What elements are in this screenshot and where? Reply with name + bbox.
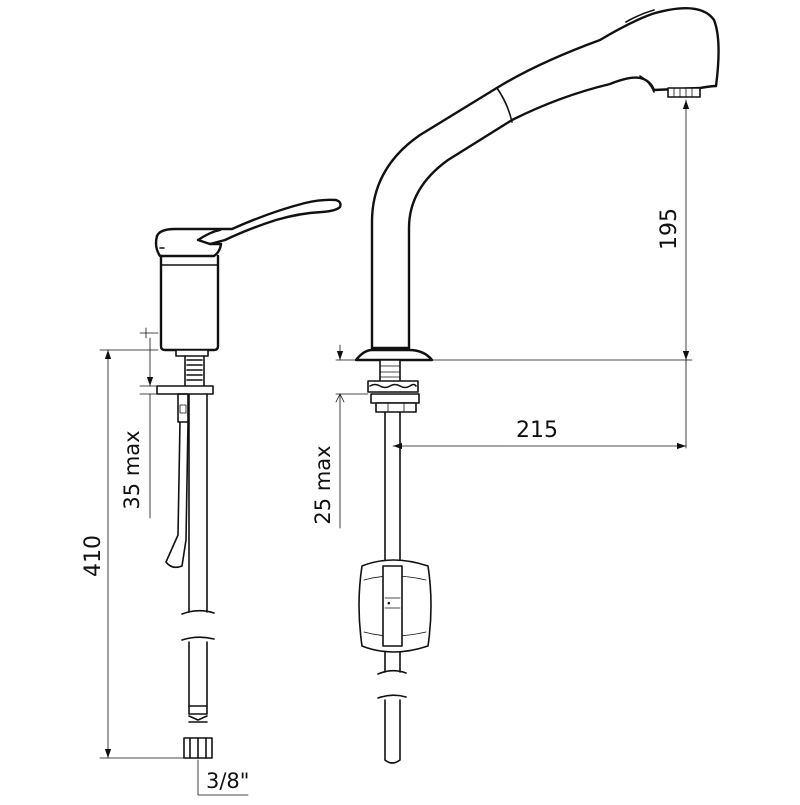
- dimension-label-35-max: 35 max: [120, 430, 144, 509]
- spout-fixing: [367, 359, 420, 413]
- dimension-connection: 3/8": [197, 759, 249, 796]
- hose-weight: ∙: [358, 559, 432, 653]
- dimension-reach: 215: [392, 359, 687, 450]
- dimension-deck-thickness: 35 max: [120, 327, 159, 519]
- dimension-label-195: 195: [657, 208, 682, 250]
- dimension-label-215: 215: [516, 418, 558, 443]
- dimension-deck-thickness-right: 25 max: [311, 344, 369, 529]
- spout: [370, 7, 720, 350]
- dimension-spout-height: 195: [431, 96, 701, 361]
- spout-base: [354, 346, 434, 362]
- dimension-label-3-8: 3/8": [206, 769, 249, 793]
- mixer-body: [159, 254, 220, 352]
- weight-mark: ∙: [386, 599, 392, 609]
- dimension-overall-height: 410: [81, 349, 185, 759]
- dimension-label-410: 410: [81, 535, 106, 577]
- right-view: ∙ 195 215 25 max: [311, 7, 720, 764]
- dimension-label-25-max: 25 max: [311, 445, 335, 524]
- deck-fixing: [156, 349, 214, 423]
- flexible-hoses: [165, 393, 215, 759]
- left-view: 410 35 max 3/8": [81, 198, 342, 796]
- lever-handle: [154, 198, 342, 258]
